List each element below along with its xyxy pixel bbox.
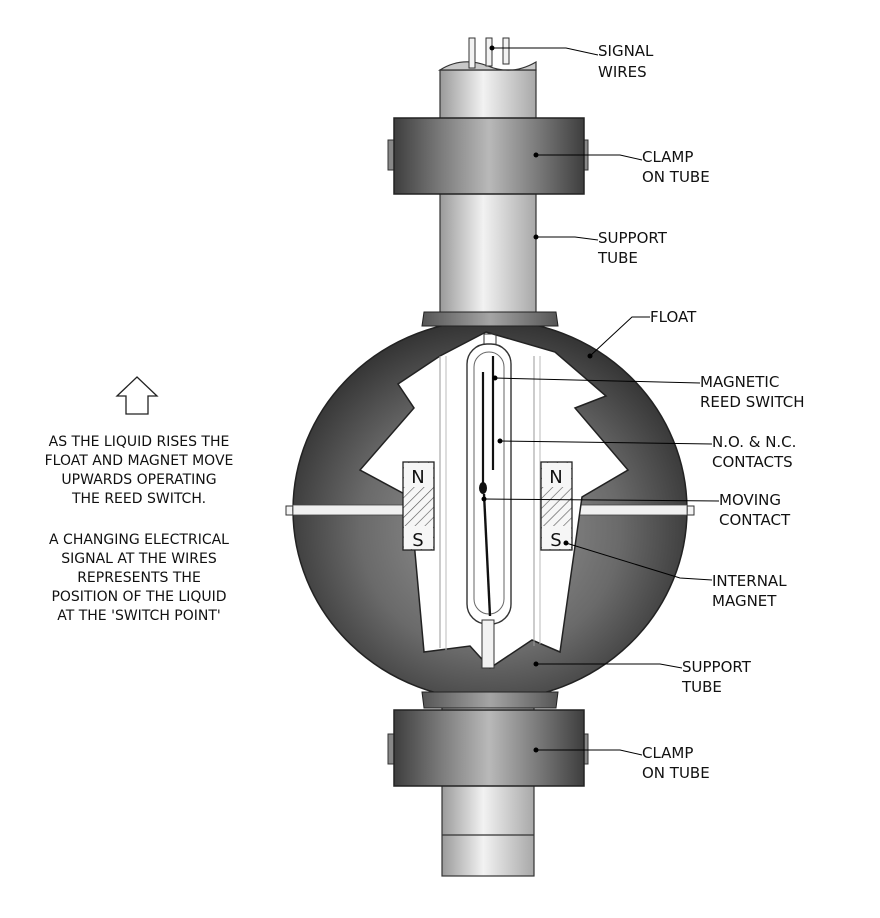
svg-text:FLOAT AND MAGNET MOVE: FLOAT AND MAGNET MOVE (45, 453, 234, 469)
magnet-south-pole-left: S (412, 530, 423, 551)
magnet-north-pole-left: N (411, 467, 424, 488)
clamp-top (387, 117, 589, 195)
svg-text:FLOAT: FLOAT (650, 308, 697, 326)
magnet-north-pole-right: N (549, 467, 562, 488)
label-reed-switch: MAGNETIC REED SWITCH (700, 373, 805, 411)
svg-text:A CHANGING ELECTRICAL: A CHANGING ELECTRICAL (49, 532, 229, 548)
label-clamp-top: CLAMP ON TUBE (642, 148, 710, 186)
svg-text:SIGNAL AT THE WIRES: SIGNAL AT THE WIRES (61, 551, 217, 567)
moving-contact (482, 493, 492, 617)
svg-text:WIRES: WIRES (598, 63, 647, 81)
svg-text:CONTACTS: CONTACTS (712, 453, 793, 471)
svg-text:REPRESENTS THE: REPRESENTS THE (77, 570, 201, 586)
reed-switch (466, 333, 512, 669)
svg-text:AT THE 'SWITCH POINT': AT THE 'SWITCH POINT' (57, 608, 221, 624)
svg-text:MAGNETIC: MAGNETIC (700, 373, 779, 391)
magnet-south-pole-right: S (550, 530, 561, 551)
note-paragraph-1: AS THE LIQUID RISES THE FLOAT AND MAGNET… (45, 434, 234, 507)
svg-text:CONTACT: CONTACT (719, 511, 791, 529)
svg-text:SUPPORT: SUPPORT (598, 229, 668, 247)
svg-text:MOVING: MOVING (719, 491, 781, 509)
label-float: FLOAT (650, 308, 697, 326)
svg-text:MAGNET: MAGNET (712, 592, 777, 610)
leader-lines (481, 45, 720, 756)
svg-text:REED SWITCH: REED SWITCH (700, 393, 805, 411)
label-internal-magnet: INTERNAL MAGNET (712, 572, 787, 610)
svg-text:TUBE: TUBE (597, 249, 638, 267)
label-signal-wires: SIGNAL WIRES (598, 42, 654, 81)
svg-text:TUBE: TUBE (681, 678, 722, 696)
internal-magnet-right: N S (540, 461, 573, 551)
label-moving-contact: MOVING CONTACT (719, 491, 791, 529)
svg-text:THE REED SWITCH.: THE REED SWITCH. (71, 491, 206, 507)
svg-text:INTERNAL: INTERNAL (712, 572, 787, 590)
svg-text:SUPPORT: SUPPORT (682, 658, 752, 676)
svg-text:SIGNAL: SIGNAL (598, 42, 654, 60)
internal-magnet-left: N S (402, 461, 435, 551)
svg-text:ON TUBE: ON TUBE (642, 168, 710, 186)
label-support-tube-bottom: SUPPORT TUBE (681, 658, 752, 696)
up-arrow-icon (115, 376, 159, 415)
svg-text:CLAMP: CLAMP (642, 744, 693, 762)
note-paragraph-2: A CHANGING ELECTRICAL SIGNAL AT THE WIRE… (49, 532, 229, 624)
svg-text:N.O. & N.C.: N.O. & N.C. (712, 433, 796, 451)
support-tube-top (437, 60, 537, 321)
label-clamp-bottom: CLAMP ON TUBE (642, 744, 710, 782)
signal-wires (468, 37, 510, 69)
svg-text:AS THE LIQUID RISES THE: AS THE LIQUID RISES THE (49, 434, 230, 450)
clamp-bottom (387, 709, 589, 787)
svg-text:POSITION OF THE LIQUID: POSITION OF THE LIQUID (51, 589, 226, 605)
label-support-tube-top: SUPPORT TUBE (597, 229, 668, 267)
svg-text:ON TUBE: ON TUBE (642, 764, 710, 782)
label-contacts: N.O. & N.C. CONTACTS (712, 433, 796, 471)
svg-text:UPWARDS OPERATING: UPWARDS OPERATING (61, 472, 216, 488)
svg-text:CLAMP: CLAMP (642, 148, 693, 166)
